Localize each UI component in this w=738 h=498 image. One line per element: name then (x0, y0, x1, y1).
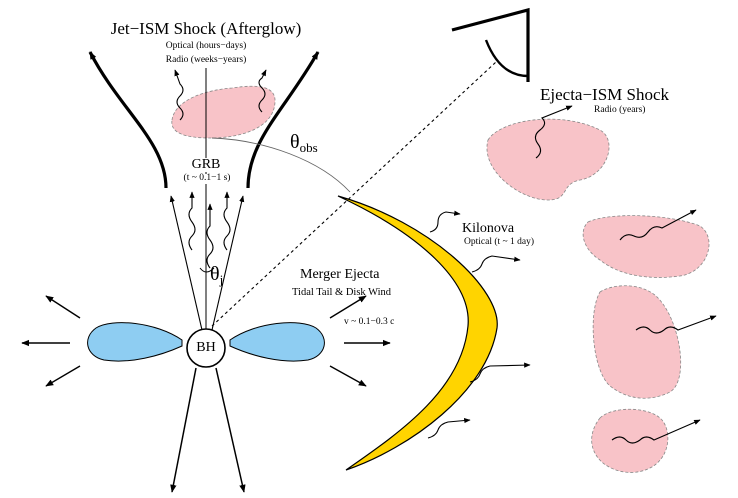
observer-eye-icon (452, 10, 528, 82)
ejecta-shock-blob-1 (487, 119, 609, 200)
velocity-label: v ~ 0.1−0.3 c (344, 318, 394, 328)
theta-obs-label: θobs (290, 132, 318, 152)
grb-photon-1 (189, 192, 195, 250)
kilonova-photon-1 (430, 212, 460, 232)
ejecta-shock-radio-label: Radio (years) (594, 106, 645, 116)
cone-line-left-up (171, 196, 202, 330)
disk-wind-left (88, 323, 182, 361)
disk-wind-right (230, 323, 324, 361)
wind-arrow-right-down (330, 366, 366, 386)
afterglow-title: Jet−ISM Shock (Afterglow) (111, 20, 302, 37)
ejecta-shock-blob-2 (583, 216, 709, 278)
kilonova-photon-2 (472, 256, 520, 272)
wind-arrow-left-down (46, 366, 80, 386)
afterglow-shock-region (172, 86, 275, 138)
kilonova-photon-4 (428, 420, 470, 438)
counter-jet-right (216, 368, 244, 492)
grb-time-label: (t ~ 0.1−1 s) (183, 174, 232, 184)
afterglow-radio-label: Radio (weeks−years) (166, 56, 247, 66)
grb-photon-3 (224, 192, 230, 250)
grb-label: GRB (190, 158, 223, 172)
afterglow-optical-label: Optical (hours−days) (166, 42, 247, 52)
counter-jet-left (172, 368, 196, 492)
kilonova-label: Kilonova (462, 222, 514, 236)
grb-photon-2 (207, 204, 213, 268)
tidal-tail-label: Tidal Tail & Disk Wind (292, 288, 391, 299)
merger-ejecta-label: Merger Ejecta (300, 268, 379, 282)
kilonova-optical-label: Optical (t ~ 1 day) (464, 238, 534, 248)
ejecta-shock-blob-4 (592, 409, 668, 472)
ejecta-shock-title: Ejecta−ISM Shock (540, 86, 669, 103)
bh-label: BH (196, 341, 215, 355)
ejecta-shock-blob-3 (593, 286, 681, 399)
theta-j-label: θj (210, 264, 223, 284)
theta-obs-arc (212, 138, 350, 192)
wind-arrow-right-up (330, 296, 366, 318)
jet-wall-left (90, 52, 166, 188)
wind-arrow-left-up (46, 296, 80, 318)
